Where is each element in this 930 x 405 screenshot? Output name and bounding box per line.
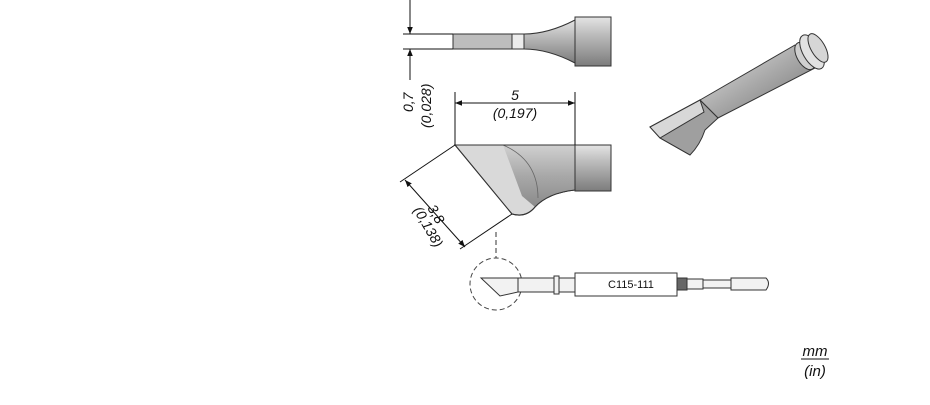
part-number-label: C115-111 bbox=[608, 279, 654, 291]
length-dimension: 5 (0,197) bbox=[454, 87, 576, 145]
length-in: (0,197) bbox=[493, 105, 537, 121]
length-mm: 5 bbox=[511, 87, 519, 103]
front-view-blade bbox=[453, 144, 612, 216]
thickness-dimension: 0,7 (0,028) bbox=[400, 0, 453, 128]
tip-overview: C115-111 bbox=[469, 257, 769, 311]
side-view-tip bbox=[452, 16, 612, 67]
units-legend: mm (in) bbox=[801, 343, 829, 380]
units-secondary: (in) bbox=[804, 363, 826, 380]
isometric-view bbox=[649, 33, 829, 156]
thickness-mm: 0,7 bbox=[400, 91, 416, 112]
thickness-in: (0,028) bbox=[418, 84, 434, 128]
units-primary: mm bbox=[803, 343, 828, 360]
